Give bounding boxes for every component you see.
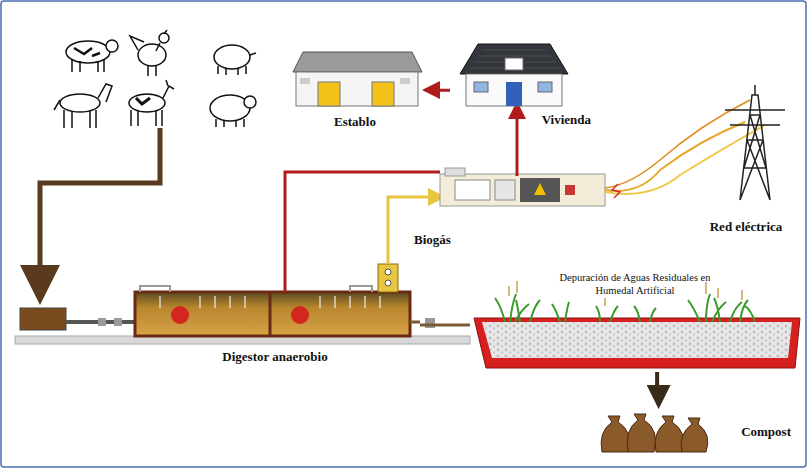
node-label: Vivienda	[542, 112, 591, 128]
biogas-label: Biogás	[414, 232, 451, 248]
node-label: Depuración de Aguas Residuales en Humeda…	[540, 272, 730, 297]
wetland-node: Depuración de Aguas Residuales en Humeda…	[470, 272, 800, 372]
flow-connector	[657, 372, 658, 405]
node-label: Red eléctrica	[710, 219, 783, 235]
flow-connector	[425, 89, 450, 92]
digester-node: Digestor anaerobio	[130, 288, 420, 365]
node-label: Digestor anaerobio	[222, 349, 327, 365]
flow-connector	[420, 323, 470, 326]
house-node: Vivienda	[450, 38, 595, 128]
grid-node: Red eléctrica	[690, 85, 802, 235]
compost-node: Compost	[595, 405, 795, 458]
node-label: Establo	[334, 114, 376, 130]
node-label: Compost	[741, 424, 791, 440]
stable-node: Establo	[285, 45, 425, 130]
